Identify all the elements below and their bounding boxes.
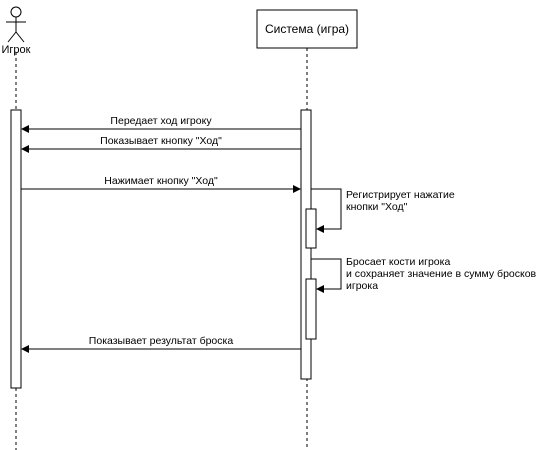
self-message-label-4-line-2: кнопки "Ход": [346, 201, 408, 213]
self-message-arrow-4: [311, 188, 342, 233]
message-label-1: Передает ход игроку: [110, 115, 212, 127]
actor-participant-label: Игрок: [1, 44, 31, 56]
self-message-label-5-line-2: и сохраняет значение в сумму бросков: [346, 268, 537, 280]
system-participant-box[interactable]: [256, 9, 358, 49]
self-message-label-4-line-1: Регистрирует нажатие: [346, 189, 455, 201]
self-message-label-5-line-1: Бросает кости игрока: [346, 256, 451, 268]
self-message-label-5: Бросает кости игрока и сохраняет значени…: [346, 256, 536, 292]
message-label-2: Показывает кнопку "Ход": [100, 135, 222, 147]
system-nested-activation-2: [305, 278, 317, 340]
message-label-3: Нажимает кнопку "Ход": [104, 175, 218, 187]
self-message-label-4: Регистрирует нажатие кнопки "Ход": [346, 189, 455, 213]
self-message-label-5-line-3: игрока: [346, 280, 379, 292]
self-message-arrow-5: [311, 258, 342, 293]
actor-activation-bar: [10, 109, 22, 389]
message-label-6: Показывает результат броска: [88, 335, 234, 347]
stick-figure-icon: [6, 6, 26, 43]
system-nested-activation-1: [305, 208, 317, 249]
system-participant-label: Система (игра): [264, 22, 350, 36]
